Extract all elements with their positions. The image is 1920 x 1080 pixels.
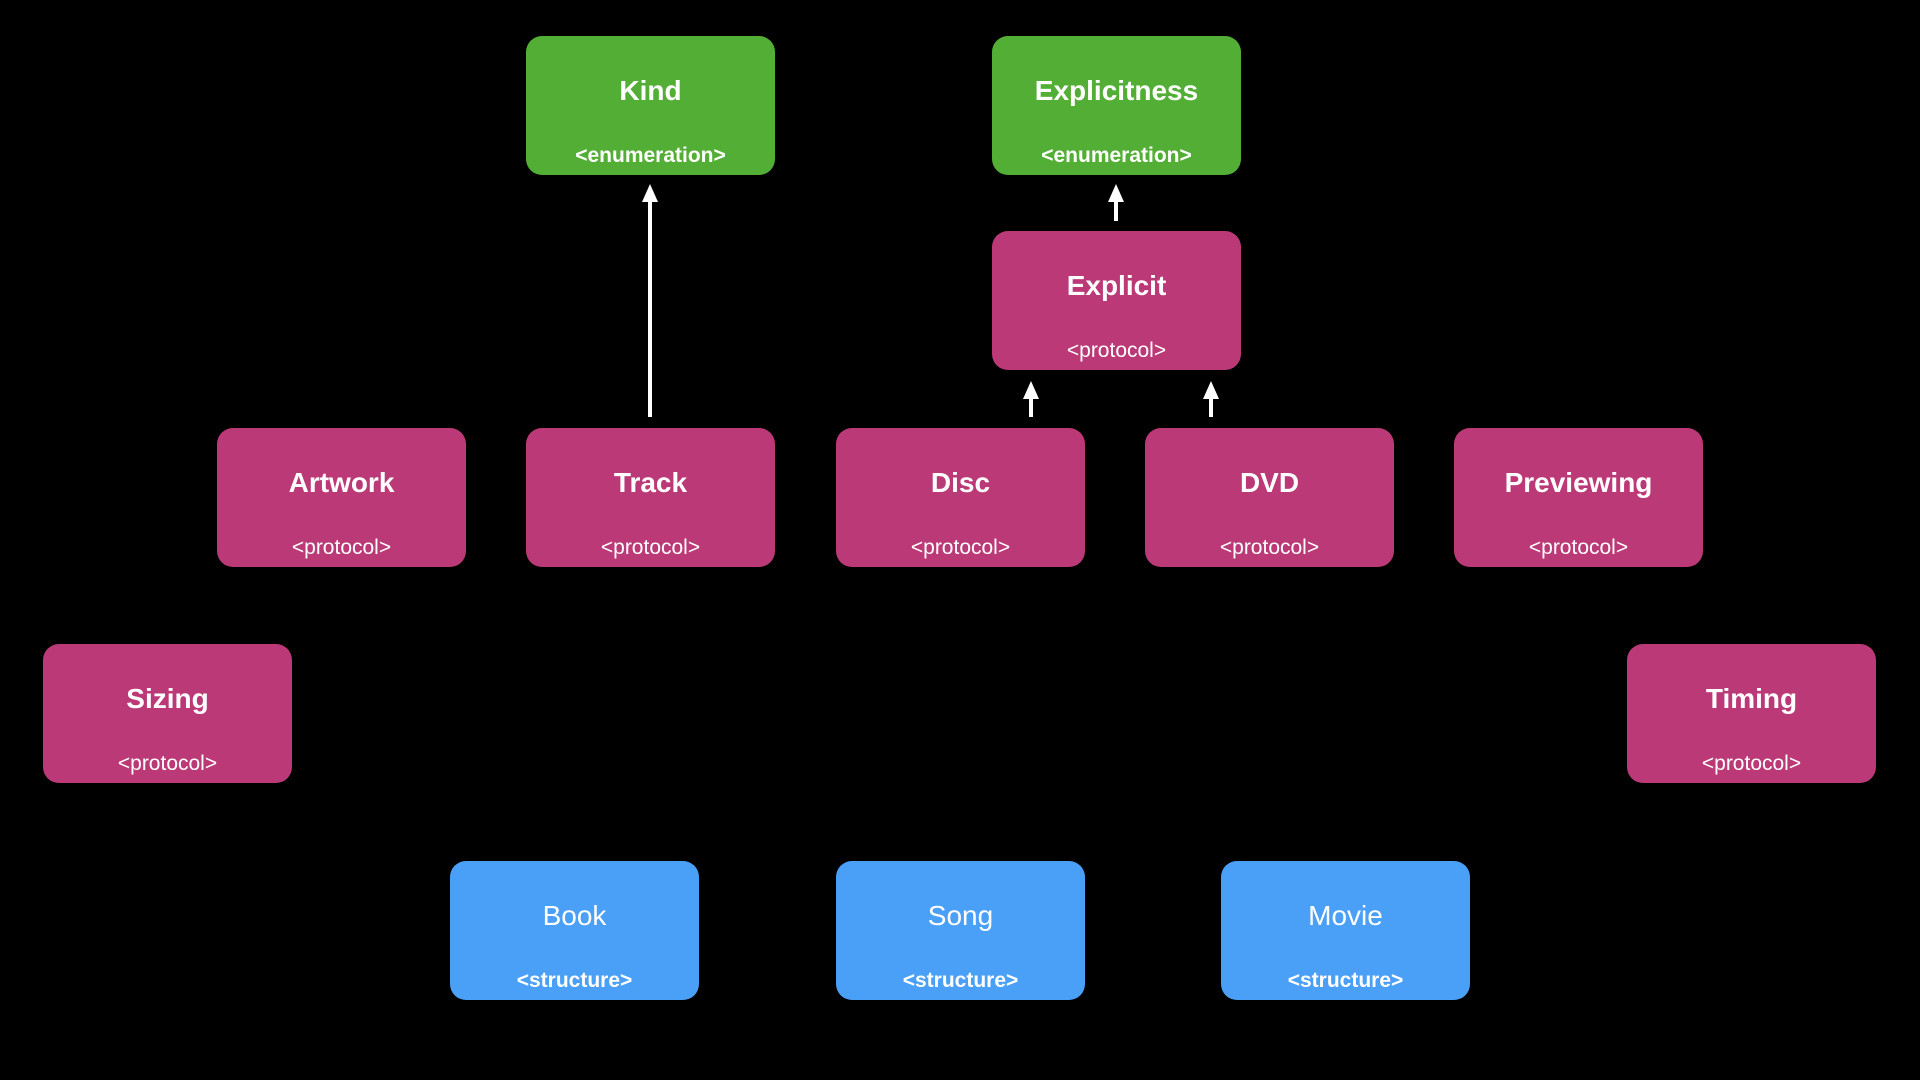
node-kind: <protocol> [1066,339,1167,362]
node-name: DVD [1239,467,1300,498]
artwork-protocol-node: Artwork <protocol> [217,428,466,567]
node-name: Song [927,900,994,931]
node-kind: <enumeration> [575,144,726,167]
movie-structure-node: Movie <structure> [1221,861,1470,1000]
node-kind: <protocol> [600,536,701,559]
node-kind: <protocol> [910,536,1011,559]
node-name: Explicit [1066,270,1167,301]
dvd-protocol-node: DVD <protocol> [1145,428,1394,567]
node-name: Previewing [1504,467,1653,498]
node-name: Movie [1308,900,1383,931]
node-kind: <protocol> [291,536,392,559]
explicitness-enumeration-node: Explicitness <enumeration> [992,36,1241,175]
arrow-dvd-to-explicit [1203,381,1219,417]
node-name: Kind [619,75,682,106]
node-kind: <protocol> [117,752,218,775]
song-structure-node: Song <structure> [836,861,1085,1000]
node-name: Timing [1705,683,1798,714]
node-name: Sizing [126,683,209,714]
node-kind: <structure> [902,969,1019,992]
node-name: Book [542,900,607,931]
node-kind: <protocol> [1528,536,1629,559]
arrow-track-to-kind [642,184,658,417]
node-name: Artwork [288,467,395,498]
disc-protocol-node: Disc <protocol> [836,428,1085,567]
kind-enumeration-node: Kind <enumeration> [526,36,775,175]
node-name: Track [613,467,688,498]
timing-protocol-node: Timing <protocol> [1627,644,1876,783]
sizing-protocol-node: Sizing <protocol> [43,644,292,783]
node-kind: <protocol> [1701,752,1802,775]
node-name: Explicitness [1034,75,1199,106]
book-structure-node: Book <structure> [450,861,699,1000]
node-kind: <protocol> [1219,536,1320,559]
arrow-disc-to-explicit [1023,381,1039,417]
previewing-protocol-node: Previewing <protocol> [1454,428,1703,567]
node-name: Disc [930,467,991,498]
node-kind: <structure> [516,969,633,992]
track-protocol-node: Track <protocol> [526,428,775,567]
node-kind: <enumeration> [1041,144,1192,167]
arrow-explicit-to-explicitness [1108,184,1124,221]
node-kind: <structure> [1287,969,1404,992]
explicit-protocol-node: Explicit <protocol> [992,231,1241,370]
